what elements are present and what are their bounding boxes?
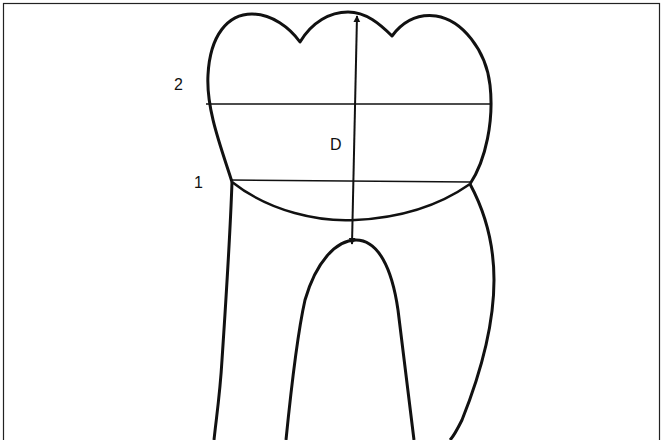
distal-root-outer — [450, 184, 494, 440]
crown-outline — [208, 12, 491, 184]
mesial-root-outer — [214, 182, 232, 440]
callout-label: 1 — [192, 174, 205, 192]
dimension-arrow — [352, 16, 357, 244]
level-line — [206, 103, 490, 105]
level-line — [230, 180, 470, 182]
callout-label: D — [328, 136, 344, 154]
frame — [4, 4, 660, 440]
root-furcation — [286, 240, 414, 440]
callout-label: 2 — [172, 76, 185, 94]
cervical-line — [232, 182, 470, 220]
